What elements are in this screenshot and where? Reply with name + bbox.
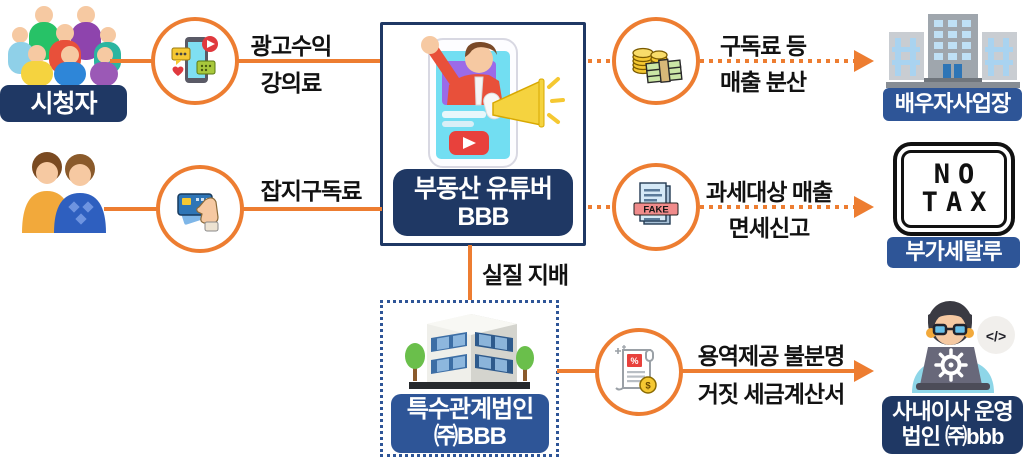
edge-line-false-invoice-b	[681, 369, 856, 373]
edge-text-false-invoice-2: 거짓 세금계산서	[697, 381, 846, 407]
edge-line-false-invoice-a	[557, 369, 597, 373]
edge-line-ad-revenue-b	[236, 59, 382, 63]
spouse-business-label: 배우자사업장	[883, 88, 1022, 121]
audience-icon	[8, 6, 121, 86]
director-corp-label: 사내이사 운영 법인 ㈜bbb	[882, 396, 1023, 454]
corp-building-icon	[405, 314, 534, 389]
edge-line-revenue-split-b	[700, 59, 855, 63]
edge-text-control: 실질 지배	[482, 262, 569, 288]
arrowhead-false-invoice	[854, 360, 874, 382]
code-bubble-text: </>	[986, 328, 1006, 344]
edge-line-tax-exempt-b	[700, 205, 855, 209]
fake-badge-text: FAKE	[643, 205, 668, 216]
youtuber-megaphone-icon	[421, 36, 565, 168]
youtuber-box: 부동산 유튜버 BBB	[380, 22, 586, 246]
couple-icon	[22, 152, 106, 233]
director-developer-icon: </>	[912, 301, 1015, 393]
edge-text-ad-revenue-2: 강의료	[260, 70, 322, 96]
edge-text-magazine: 잡지구독료	[260, 178, 363, 204]
dollar-coin-text: $	[645, 381, 651, 392]
edge-line-magazine-a	[104, 207, 158, 211]
spouse-business-building-icon	[886, 14, 1020, 88]
edge-text-tax-exempt-2: 면세신고	[728, 215, 811, 241]
no-tax-icon: NO TAX	[893, 142, 1015, 236]
edge-line-tax-exempt-a	[588, 205, 614, 209]
youtuber-label: 부동산 유튜버 BBB	[393, 169, 573, 236]
edge-line-magazine-b	[242, 207, 382, 211]
money-icon	[612, 17, 700, 105]
phone-chat-icon	[151, 17, 239, 105]
edge-line-control	[468, 245, 472, 302]
edge-line-revenue-split-a	[588, 59, 614, 63]
edge-text-revenue-split-1: 구독료 등	[719, 33, 807, 59]
arrowhead-tax-exempt	[854, 196, 874, 218]
edge-text-revenue-split-2: 매출 분산	[719, 69, 807, 95]
viewers-label: 시청자	[0, 85, 127, 122]
invoice-scroll-icon: % $	[595, 328, 683, 416]
edge-text-tax-exempt-1: 과세대상 매출	[705, 179, 833, 205]
edge-text-false-invoice-1: 용역제공 불분명	[697, 343, 846, 369]
related-corp-label: 특수관계법인 ㈜BBB	[391, 394, 549, 453]
related-corp-box: 특수관계법인 ㈜BBB	[380, 300, 559, 457]
vat-evasion-label: 부가세탈루	[887, 237, 1020, 268]
edge-line-ad-revenue-a	[110, 59, 154, 63]
edge-text-ad-revenue-1: 광고수익	[250, 33, 333, 59]
credit-card-icon	[156, 165, 244, 253]
arrowhead-revenue-split	[854, 50, 874, 72]
percent-badge-text: %	[630, 356, 638, 366]
fake-document-icon: FAKE	[612, 163, 700, 251]
